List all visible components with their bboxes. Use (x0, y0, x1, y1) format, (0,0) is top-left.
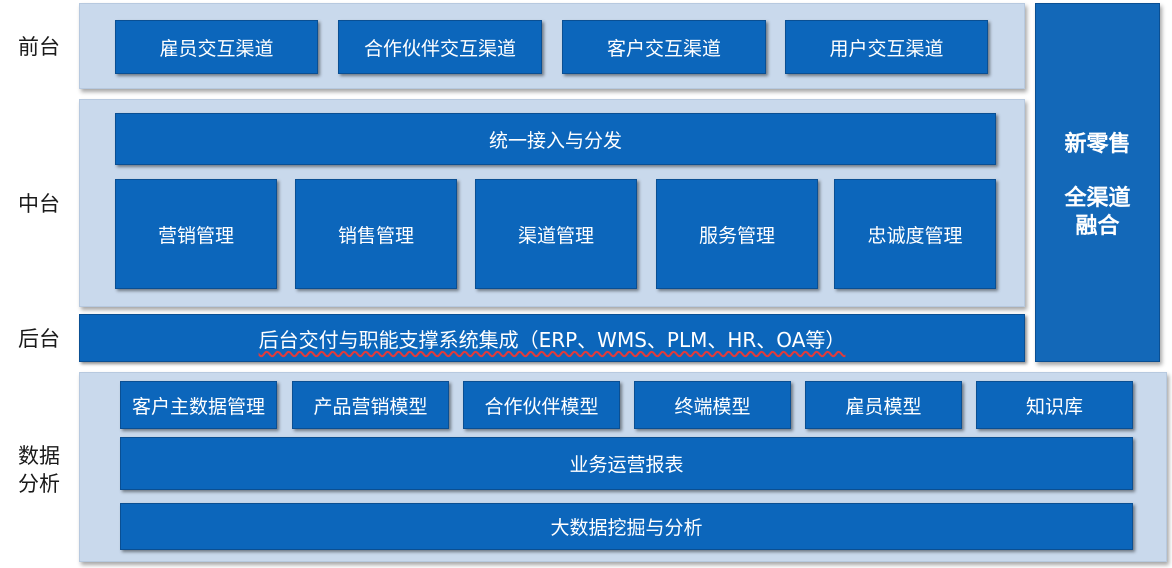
data-item-employee-model: 雇员模型 (805, 381, 962, 429)
side-line-omnichannel: 全渠道 (1064, 186, 1131, 211)
middle-item-channel: 渠道管理 (475, 179, 637, 289)
data-item-terminal-model: 终端模型 (634, 381, 791, 429)
data-business-report: 业务运营报表 (120, 437, 1133, 490)
front-item-user: 用户交互渠道 (785, 20, 988, 74)
middle-item-service: 服务管理 (656, 179, 818, 289)
middle-unified-access: 统一接入与分发 (115, 113, 996, 165)
data-item-partner-model: 合作伙伴模型 (463, 381, 620, 429)
front-item-employee: 雇员交互渠道 (115, 20, 318, 74)
back-integration-bar: 后台交付与职能支撑系统集成（ERP、WMS、PLM、HR、OA等） (79, 314, 1025, 362)
label-back: 后台 (18, 327, 60, 351)
front-item-partner: 合作伙伴交互渠道 (338, 20, 542, 74)
middle-item-marketing: 营销管理 (115, 179, 277, 289)
data-item-knowledge-base: 知识库 (976, 381, 1133, 429)
data-bigdata-mining: 大数据挖掘与分析 (120, 503, 1133, 550)
back-integration-text: 后台交付与职能支撑系统集成（ERP、WMS、PLM、HR、OA等） (258, 327, 846, 352)
label-data-line2: 分析 (18, 472, 60, 496)
middle-item-loyalty: 忠诚度管理 (834, 179, 996, 289)
side-line-new-retail: 新零售 (1064, 132, 1131, 157)
middle-item-sales: 销售管理 (295, 179, 457, 289)
data-item-customer-master: 客户主数据管理 (120, 381, 277, 429)
front-item-customer: 客户交互渠道 (562, 20, 766, 74)
label-data-line1: 数据 (18, 444, 60, 468)
label-front: 前台 (18, 35, 60, 59)
side-line-fusion: 融合 (1075, 214, 1120, 239)
label-middle: 中台 (18, 192, 60, 216)
side-new-retail-panel: 新零售 全渠道 融合 (1035, 3, 1160, 362)
data-item-product-marketing: 产品营销模型 (292, 381, 449, 429)
